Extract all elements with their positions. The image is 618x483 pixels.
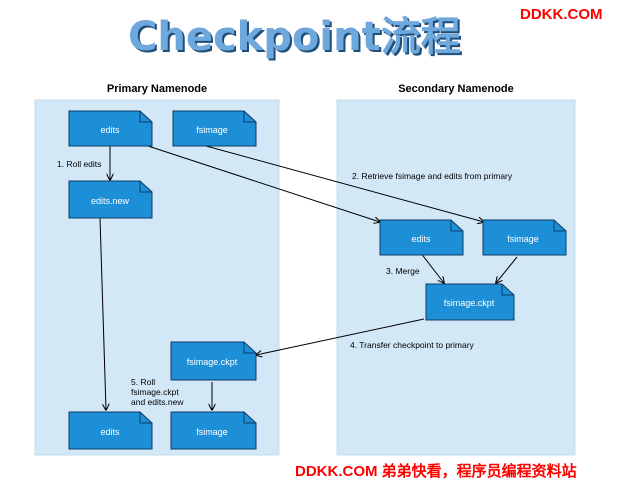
step-5-label-line3: and edits.new <box>131 397 184 407</box>
arrow-edits-to-secondary <box>147 145 380 222</box>
svg-text:edits: edits <box>411 234 431 244</box>
secondary-namenode-panel <box>336 99 576 456</box>
file-edits-new-primary: edits.new <box>68 180 153 219</box>
primary-namenode-label: Primary Namenode <box>107 83 207 95</box>
step-5-label-line2: fsimage.ckpt <box>131 387 179 397</box>
file-fsimage-primary: fsimage <box>172 110 257 147</box>
file-edits-primary-final: edits <box>68 411 153 450</box>
primary-namenode-panel <box>34 99 280 456</box>
secondary-namenode-label: Secondary Namenode <box>398 83 514 95</box>
svg-text:fsimage.ckpt: fsimage.ckpt <box>187 357 238 367</box>
svg-text:fsimage: fsimage <box>196 427 228 437</box>
watermark-top: DDKK.COM <box>520 6 603 23</box>
arrow-merge-edits <box>419 251 444 283</box>
arrow-merge-fsimage <box>496 256 518 283</box>
file-edits-primary: edits <box>68 110 153 147</box>
step-4-label: 4. Transfer checkpoint to primary <box>350 340 475 350</box>
svg-text:edits: edits <box>100 427 120 437</box>
file-fsimage-ckpt-primary: fsimage.ckpt <box>170 341 257 381</box>
arrow-transfer-checkpoint <box>256 318 425 355</box>
step-5-label-line1: 5. Roll <box>131 377 155 387</box>
svg-text:edits.new: edits.new <box>91 196 130 206</box>
watermark-bottom: DDKK.COM 弟弟快看，程序员编程资料站 <box>295 463 577 480</box>
arrow-roll-edits-new <box>99 217 106 410</box>
svg-text:fsimage: fsimage <box>507 234 539 244</box>
step-2-label: 2. Retrieve fsimage and edits from prima… <box>352 171 513 181</box>
svg-text:fsimage.ckpt: fsimage.ckpt <box>444 298 495 308</box>
file-fsimage-ckpt-secondary: fsimage.ckpt <box>425 283 515 321</box>
svg-text:edits: edits <box>100 125 120 135</box>
page-title: Checkpoint流程 <box>128 14 461 60</box>
step-3-label: 3. Merge <box>386 266 420 276</box>
arrow-fsimage-to-secondary <box>205 145 484 222</box>
file-fsimage-secondary: fsimage <box>482 219 567 256</box>
file-fsimage-primary-final: fsimage <box>170 411 257 450</box>
svg-text:fsimage: fsimage <box>196 125 228 135</box>
file-edits-secondary: edits <box>379 219 464 256</box>
step-1-label: 1. Roll edits <box>57 159 101 169</box>
